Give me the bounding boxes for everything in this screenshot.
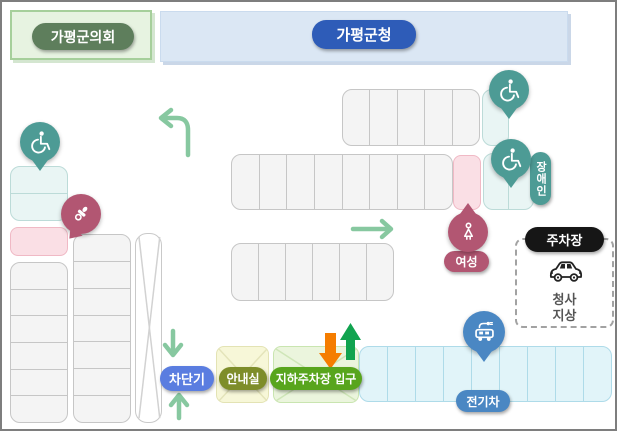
ev-pin <box>463 311 505 353</box>
parking-space <box>11 290 67 317</box>
council-label: 가평군의회 <box>32 23 134 50</box>
legend-box: 청사 지상 <box>515 238 614 328</box>
parking-col-left-inner <box>73 234 131 423</box>
parking-row-top-right <box>342 89 480 146</box>
parking-space <box>11 263 67 290</box>
disabled-label: 장애인 <box>530 152 551 205</box>
down-arrowhead-barrier <box>162 342 184 358</box>
parking-space <box>74 235 130 262</box>
office-label: 가평군청 <box>312 20 416 49</box>
parking-space <box>232 155 260 209</box>
ev-car-icon <box>474 321 494 341</box>
parking-space <box>500 347 528 401</box>
car-icon <box>549 261 583 282</box>
parking-space <box>74 316 130 343</box>
parking-space <box>11 343 67 370</box>
parking-space <box>11 167 67 194</box>
parking-space <box>11 396 67 422</box>
parking-space <box>370 90 398 145</box>
council-building: 가평군의회 <box>10 10 152 60</box>
parking-space <box>74 369 130 397</box>
parking-space <box>528 347 556 401</box>
turn-left-arrowhead <box>158 107 174 129</box>
pacifier-icon <box>74 206 88 221</box>
wheelchair-icon <box>31 131 51 154</box>
parking-space <box>74 342 130 370</box>
parking-col-left-outer <box>10 262 68 423</box>
women-label: 여성 <box>444 251 489 272</box>
parking-space <box>416 347 444 401</box>
parking-space <box>444 347 472 401</box>
legend-site-label: 청사 지상 <box>517 292 612 325</box>
right-arrowhead <box>379 218 394 240</box>
women-space-right <box>453 155 481 210</box>
disabled-pin-left <box>20 122 60 162</box>
parking-row-low-mid <box>231 243 394 301</box>
disabled-pin-top-right <box>489 70 529 110</box>
parking-space <box>343 90 371 145</box>
office-building: 가평군청 <box>160 11 568 62</box>
women-space-left <box>10 227 68 256</box>
barrier-label: 차단기 <box>160 366 214 391</box>
parking-space <box>313 244 340 300</box>
parking-space <box>11 194 67 220</box>
parking-space <box>367 244 393 300</box>
parking-space <box>11 370 67 397</box>
parking-space <box>556 347 584 401</box>
woman-icon <box>463 222 473 240</box>
parking-space <box>370 155 398 209</box>
info-room-label: 안내실 <box>219 367 267 390</box>
parking-space <box>584 347 611 401</box>
parking-space <box>287 155 315 209</box>
wheelchair-icon <box>500 79 520 102</box>
no-parking-strip <box>135 233 162 423</box>
up-arrowhead-barrier <box>168 392 190 408</box>
parking-space <box>286 244 313 300</box>
disabled-spaces-left <box>10 166 68 221</box>
parking-space <box>315 155 343 209</box>
parking-space <box>360 347 388 401</box>
parking-space <box>259 244 286 300</box>
disabled-pin-mid-right <box>491 139 531 179</box>
women-pin <box>448 212 488 252</box>
parking-space <box>425 90 453 145</box>
parking-space <box>74 396 130 422</box>
parking-space <box>74 289 130 316</box>
parking-space <box>398 155 426 209</box>
parking-space <box>425 155 452 209</box>
parking-space <box>388 347 416 401</box>
parking-space <box>343 155 371 209</box>
ev-label: 전기차 <box>456 390 510 412</box>
parking-space <box>472 347 500 401</box>
parking-space <box>340 244 367 300</box>
parking-row-mid-right <box>231 154 453 210</box>
turn-left-arrow <box>163 115 191 158</box>
legend-line2: 지상 <box>552 308 577 324</box>
parking-space <box>260 155 288 209</box>
parking-space <box>398 90 426 145</box>
parking-space <box>11 316 67 344</box>
underground-entrance-label: 지하주차장 입구 <box>270 367 362 390</box>
parking-space <box>74 262 130 289</box>
legend-title: 주차장 <box>525 227 604 252</box>
parking-space <box>453 90 479 145</box>
wheelchair-icon <box>502 148 522 171</box>
legend-line1: 청사 <box>552 292 577 307</box>
nursing-pin <box>61 194 101 234</box>
cross-pattern <box>138 236 161 419</box>
parking-space <box>232 244 259 300</box>
